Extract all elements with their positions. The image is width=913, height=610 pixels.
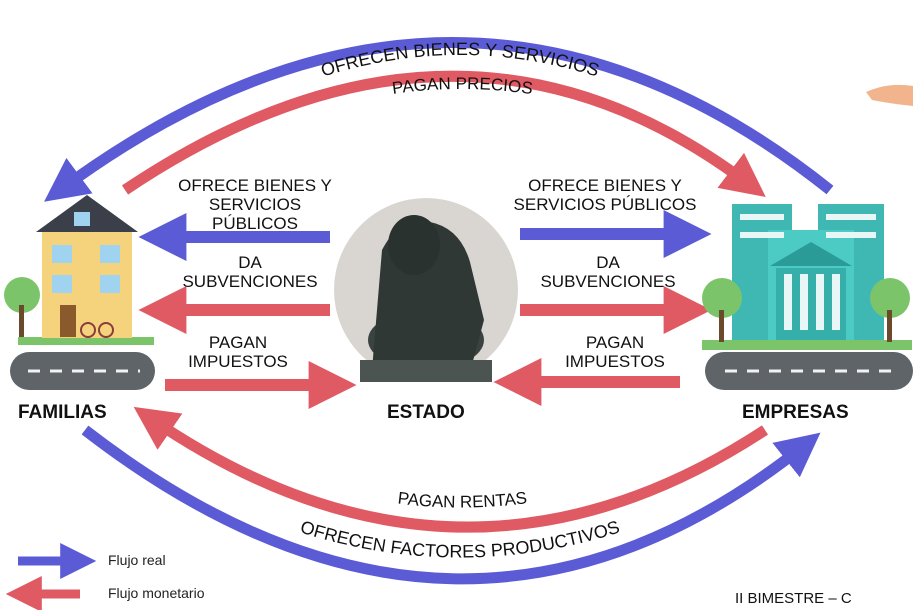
actor-empresas: EMPRESAS — [742, 402, 849, 423]
arrow-pagan-rentas — [133, 406, 769, 533]
label-estado-empresas-subvenciones: DA SUBVENCIONES — [540, 253, 676, 291]
label-pagan-precios: PAGAN PRECIOS — [391, 74, 534, 98]
label-familias-estado-impuestos: PAGAN IMPUESTOS — [188, 333, 288, 371]
arrow-ofrecen-bienes — [44, 37, 834, 202]
empresas-building-icon — [702, 204, 913, 390]
hand-image — [866, 84, 913, 106]
label-estado-familias-subvenciones: DA SUBVENCIONES — [182, 253, 318, 291]
estado-lion-image — [334, 198, 518, 382]
arrow-ofrecen-factores — [81, 425, 821, 585]
legend-monetario-label: Flujo monetario — [108, 585, 205, 601]
label-estado-empresas-servicios: OFRECE BIENES Y SERVICIOS PÚBLICOS — [513, 176, 697, 214]
footer-bimestre: II BIMESTRE – C — [735, 590, 852, 607]
actor-familias: FAMILIAS — [18, 402, 107, 423]
familias-house-icon — [4, 195, 155, 390]
label-pagan-rentas: PAGAN RENTAS — [397, 488, 528, 511]
label-estado-familias-servicios: OFRECE BIENES Y SERVICIOS PÚBLICOS — [178, 176, 332, 233]
actor-estado: ESTADO — [387, 402, 465, 423]
arrow-pagan-precios — [121, 70, 766, 197]
legend-real-label: Flujo real — [108, 552, 166, 568]
label-empresas-estado-impuestos: PAGAN IMPUESTOS — [565, 333, 665, 371]
